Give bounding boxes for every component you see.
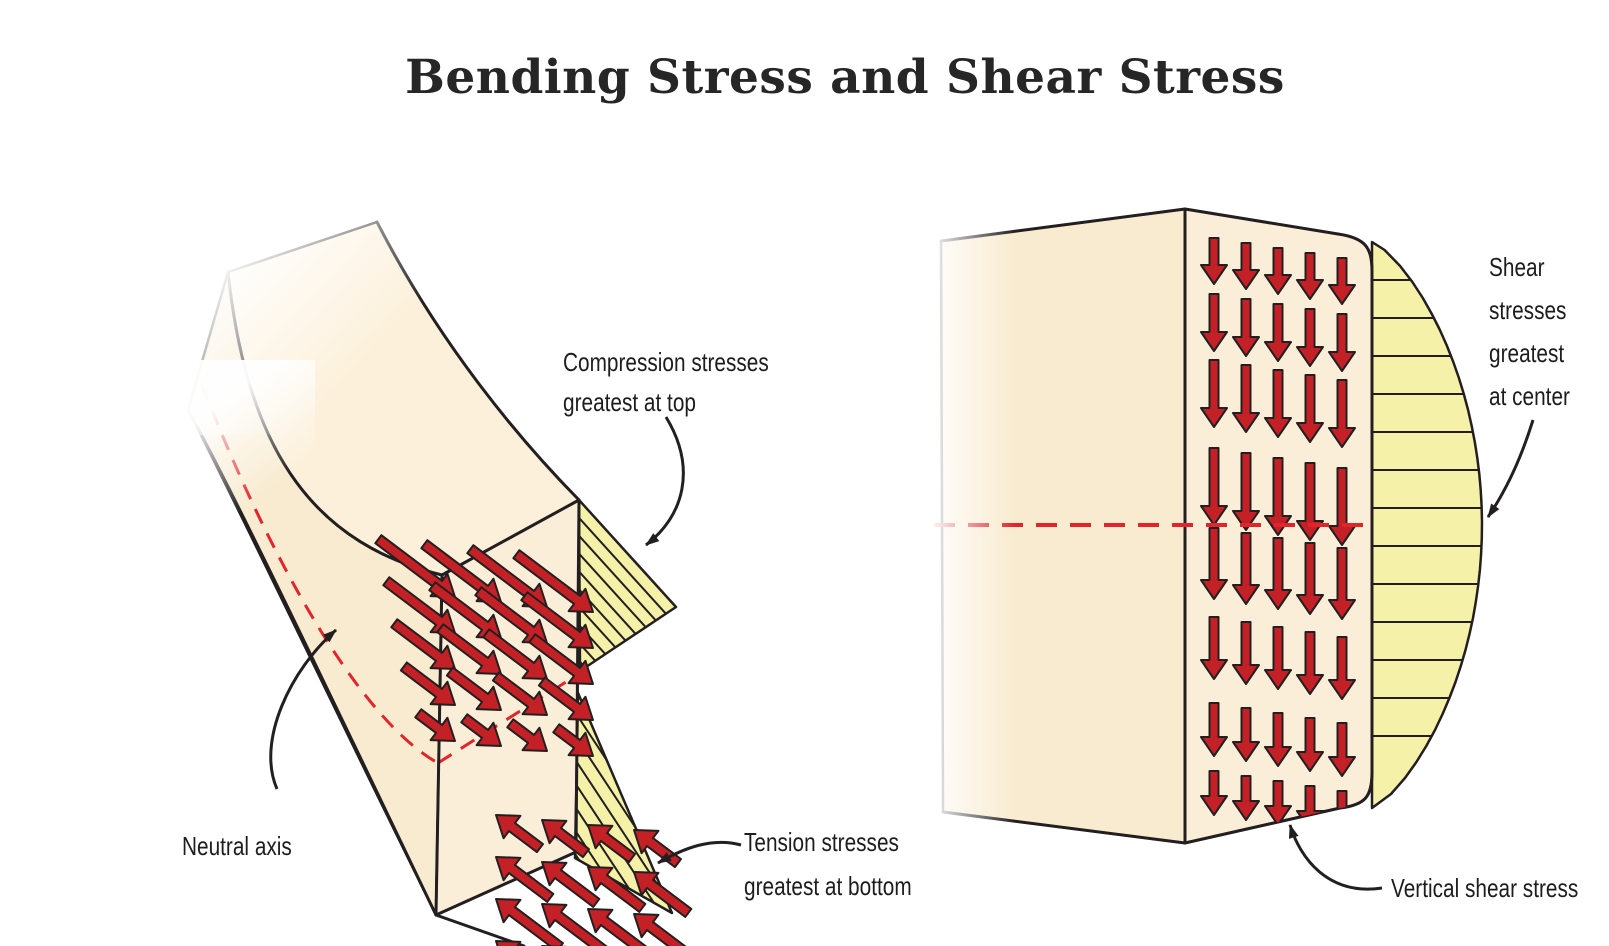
shear-face-outline (1183, 207, 1374, 845)
neutral-axis-dashed-side (200, 384, 439, 765)
compression-label-line2: greatest at top (563, 387, 696, 417)
tension-label-line1: Tension stresses (744, 827, 899, 857)
shear-arrows (1200, 237, 1356, 836)
tension-label-line2: greatest at bottom (744, 871, 912, 901)
tension-leader-arrow (657, 840, 742, 865)
neutral-axis-label: Neutral axis (182, 831, 292, 861)
compression-label-line1: Compression stresses (563, 347, 769, 377)
page-title: Bending Stress and Shear Stress (405, 50, 1285, 105)
compression-leader-arrow (645, 416, 685, 547)
vertical-shear-leader-arrow (1288, 824, 1383, 891)
shear-center-label-line2: stresses (1489, 295, 1567, 325)
shear-center-label-line4: at center (1489, 381, 1570, 411)
shear-center-label: Shear stresses greatest at center (1489, 246, 1570, 418)
shear-center-label-line1: Shear (1489, 252, 1545, 282)
shear-parabola-hatch (1373, 279, 1482, 737)
shear-parabola (1370, 240, 1484, 810)
vertical-shear-label: Vertical shear stress (1391, 873, 1579, 903)
compression-wedge (577, 498, 678, 673)
tension-arrows (495, 814, 702, 946)
compression-label: Compression stresses greatest at top (563, 342, 769, 422)
shear-center-leader-arrow (1486, 419, 1535, 518)
shear-center-label-line3: greatest (1489, 338, 1565, 368)
shear-beam-fade (900, 190, 1032, 860)
shear-beam (900, 190, 1484, 860)
neutral-axis-leader-arrow (269, 628, 337, 790)
tension-label: Tension stresses greatest at bottom (744, 820, 912, 908)
beam-end-fade-bottom (140, 360, 315, 595)
compression-arrows (374, 534, 594, 757)
